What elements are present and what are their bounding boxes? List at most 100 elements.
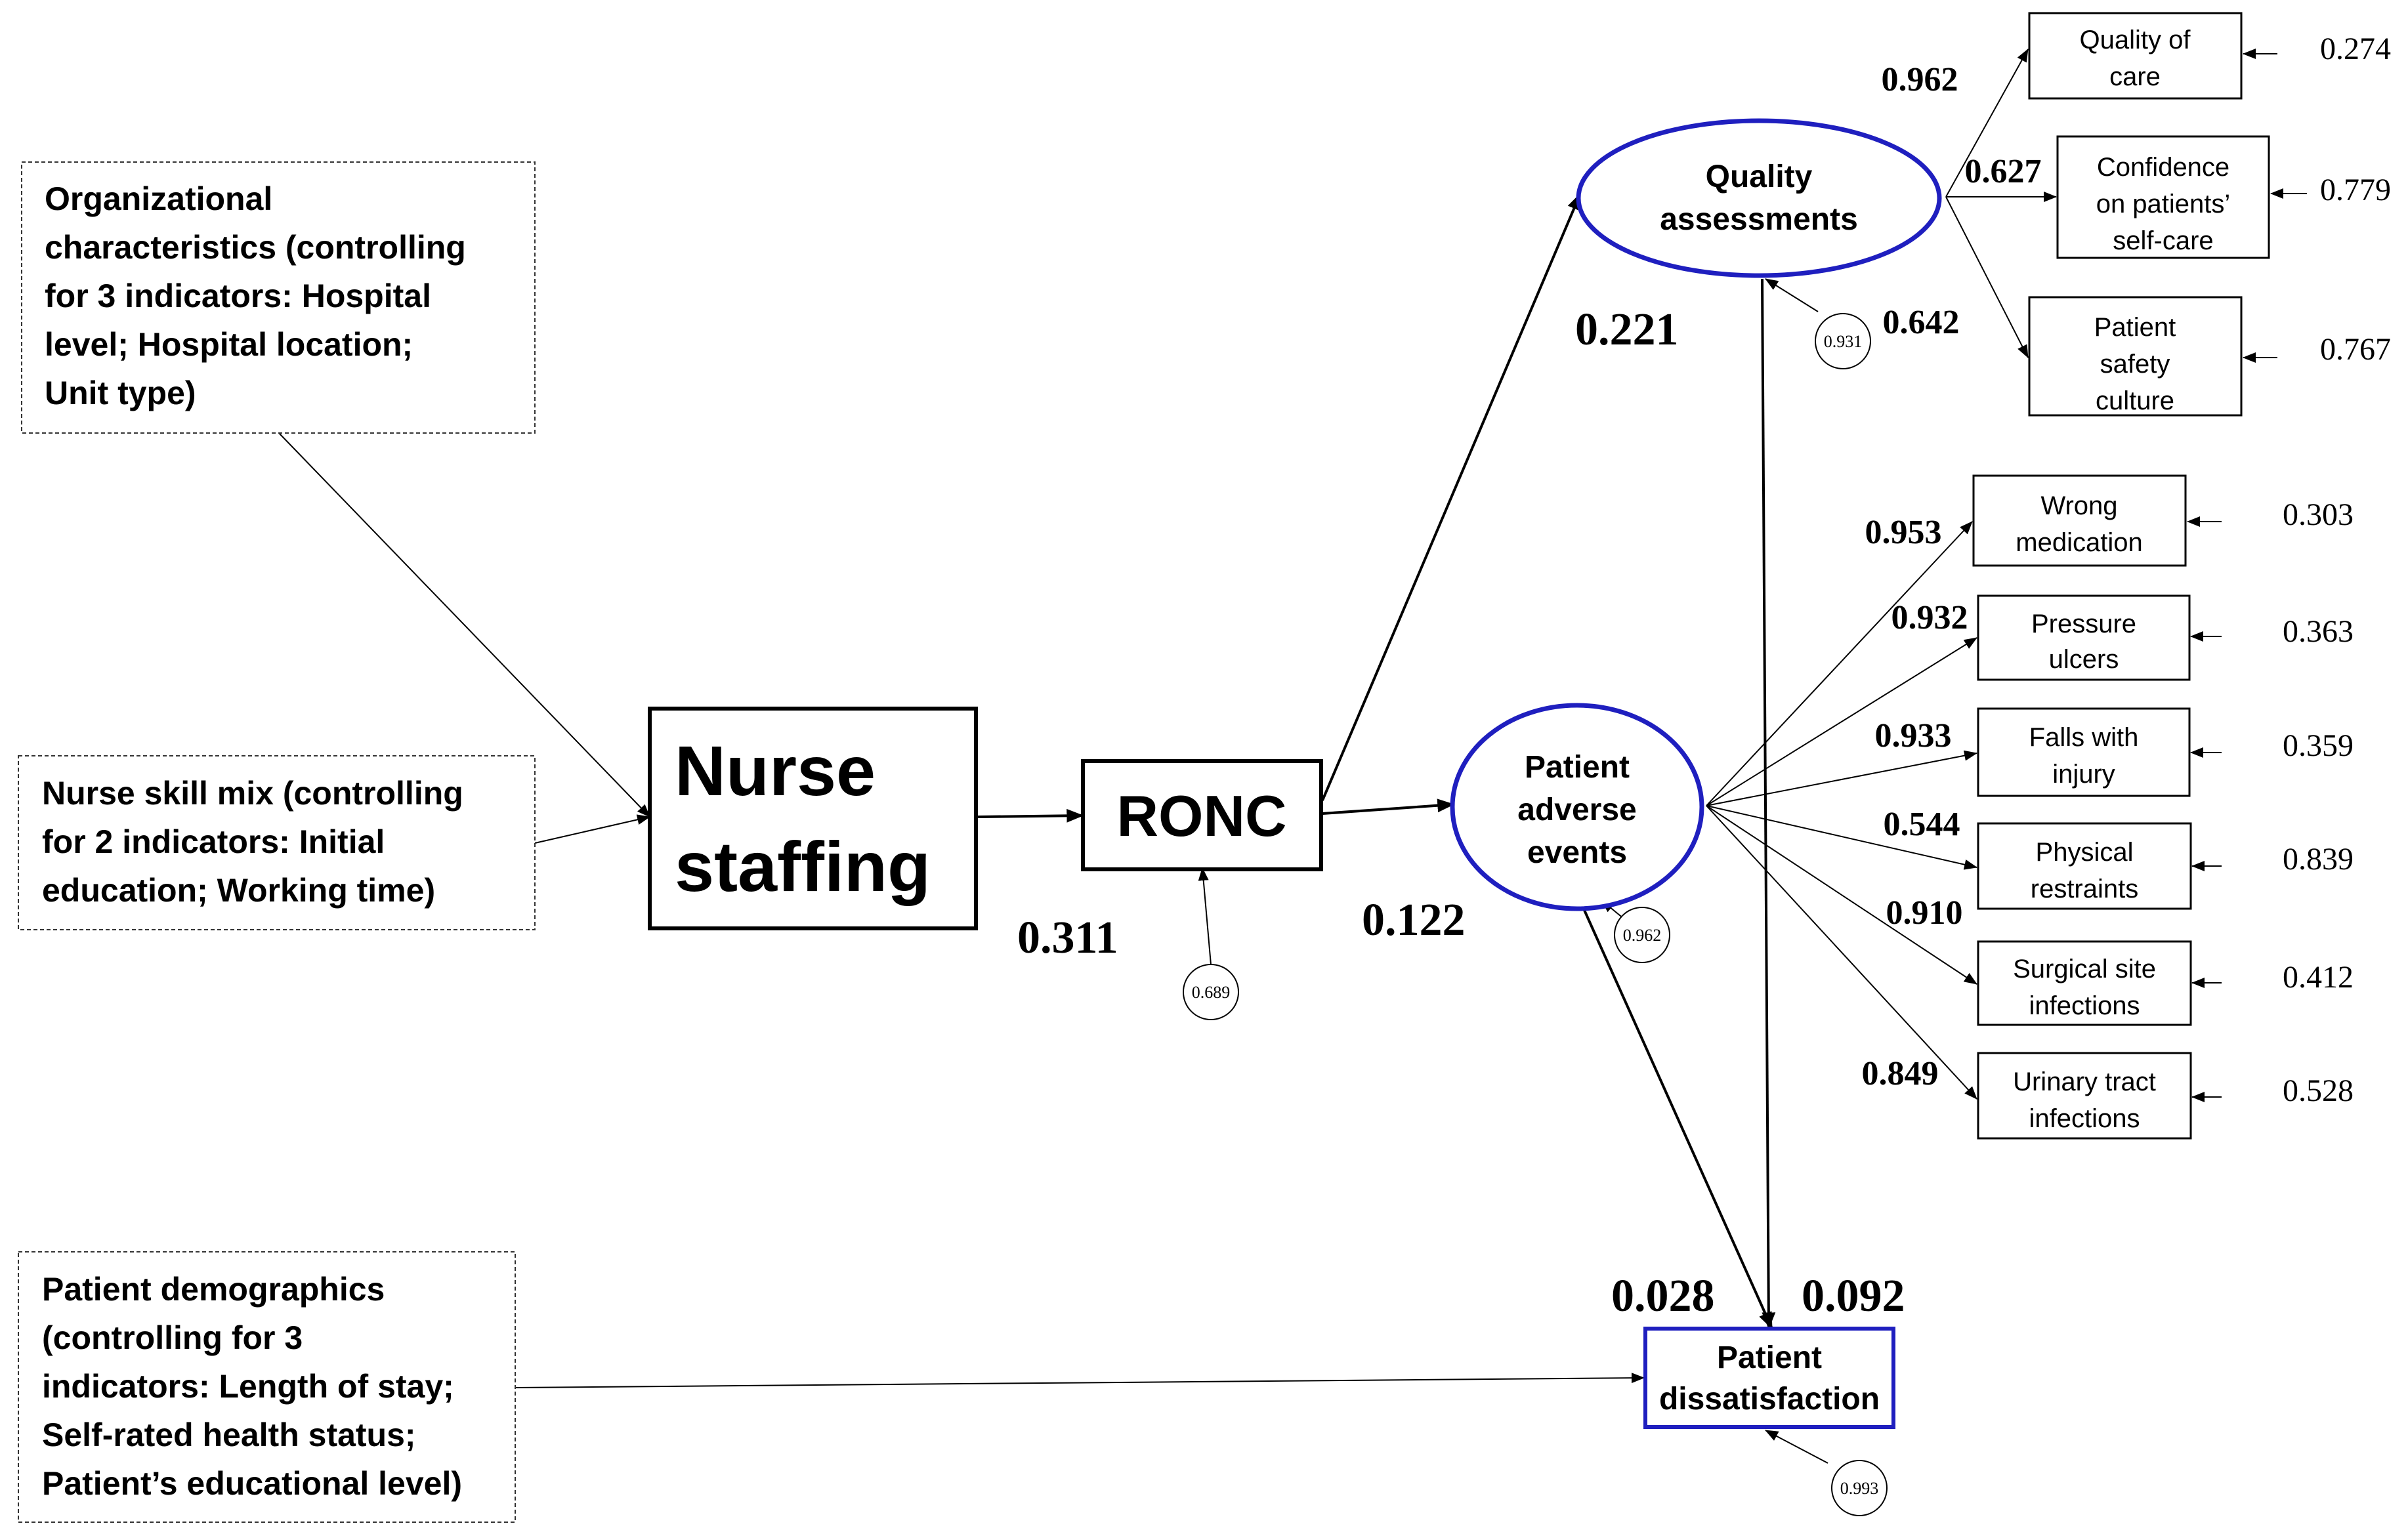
quality-assessments-line-2: assessments bbox=[1660, 202, 1858, 237]
ellipse-patient-adverse-events: Patient adverse events bbox=[1450, 703, 1704, 911]
wrong-medication-line-1: Wrong bbox=[2040, 491, 2117, 520]
loading-surgical: 0.910 bbox=[1886, 894, 1963, 932]
svg-text:culture: culture bbox=[2096, 386, 2174, 415]
edge-quality-to-dissatisfaction bbox=[1761, 278, 1776, 1330]
skill-mix-line-1: Nurse skill mix (controlling bbox=[42, 775, 463, 812]
confidence-line-1: Confidence bbox=[2097, 153, 2229, 182]
error-restraints: 0.839 bbox=[2283, 842, 2354, 877]
svg-text:ulcers: ulcers bbox=[2049, 645, 2119, 674]
box-surgical-site-infections: Surgical site infections bbox=[1977, 940, 2192, 1026]
box-patient-safety-culture: Patient safety culture bbox=[2028, 296, 2243, 417]
edge-demographics-to-dissatisfaction bbox=[515, 1373, 1645, 1388]
residual-ronc-value: 0.689 bbox=[1192, 983, 1231, 1002]
surgical-line-2: infections bbox=[2029, 991, 2140, 1020]
safety-culture-line-1: Patient bbox=[2094, 313, 2176, 342]
indicator-errors: 0.274 0.779 0.767 0.303 0.363 0.359 0.83… bbox=[2283, 31, 2391, 1108]
skill-mix-line-2: for 2 indicators: Initial bbox=[42, 823, 385, 860]
svg-text:adverse: adverse bbox=[1517, 793, 1636, 827]
org-line-5: Unit type) bbox=[45, 375, 196, 411]
adverse-events-line-2: adverse bbox=[1517, 793, 1636, 827]
loading-falls: 0.933 bbox=[1875, 717, 1952, 755]
demographics-line-4: Self-rated health status; bbox=[42, 1417, 416, 1453]
box-physical-restraints: Physical restraints bbox=[1977, 822, 2192, 910]
pressure-ulcers-line-2: ulcers bbox=[2049, 645, 2119, 674]
svg-text:Patient demographics: Patient demographics bbox=[42, 1271, 385, 1308]
svg-text:dissatisfaction: dissatisfaction bbox=[1659, 1382, 1880, 1417]
error-urinary: 0.528 bbox=[2283, 1073, 2354, 1108]
box-quality-of-care: Quality of care bbox=[2028, 12, 2243, 100]
confidence-line-2: on patients’ bbox=[2096, 190, 2231, 218]
svg-text:staffing: staffing bbox=[675, 827, 931, 906]
demographics-line-1: Patient demographics bbox=[42, 1271, 385, 1308]
quality-assessments-line-1: Quality bbox=[1706, 159, 1813, 194]
svg-text:on patients’: on patients’ bbox=[2096, 190, 2231, 218]
loadings: 0.962 0.627 0.642 0.953 0.932 0.933 0.54… bbox=[1862, 61, 2042, 1092]
svg-text:Nurse: Nurse bbox=[675, 731, 876, 810]
wrong-medication-line-2: medication bbox=[2016, 528, 2142, 557]
svg-text:Organizational: Organizational bbox=[45, 180, 272, 217]
residual-arrow-ronc bbox=[1198, 867, 1212, 965]
svg-text:infections: infections bbox=[2029, 1104, 2140, 1133]
svg-text:Falls with: Falls with bbox=[2029, 723, 2139, 752]
svg-text:Confidence: Confidence bbox=[2097, 153, 2229, 182]
residual-arrow-dissatisfaction bbox=[1765, 1430, 1828, 1464]
falls-line-2: injury bbox=[2052, 760, 2115, 789]
svg-text:characteristics (controlling: characteristics (controlling bbox=[45, 229, 466, 266]
nurse-staffing-line-1: Nurse bbox=[675, 731, 876, 810]
org-line-1: Organizational bbox=[45, 180, 272, 217]
edge-adverse-to-restraints bbox=[1706, 805, 1977, 870]
edge-adverse-to-falls bbox=[1706, 750, 1977, 806]
svg-text:Physical: Physical bbox=[2036, 838, 2134, 867]
edge-quality-to-quality-of-care bbox=[1945, 49, 2029, 197]
edge-adverse-to-surgical bbox=[1706, 805, 1977, 985]
edge-ronc-to-quality bbox=[1321, 192, 1582, 801]
ellipse-quality-assessments: Quality assessments bbox=[1576, 118, 1942, 278]
loading-restraints: 0.544 bbox=[1884, 806, 1960, 843]
svg-text:care: care bbox=[2109, 62, 2161, 91]
svg-text:Patient’s educational level): Patient’s educational level) bbox=[42, 1465, 462, 1502]
loading-wrong-medication: 0.953 bbox=[1865, 514, 1942, 551]
restraints-line-1: Physical bbox=[2036, 838, 2134, 867]
box-wrong-medication: Wrong medication bbox=[1972, 474, 2187, 567]
box-falls-with-injury: Falls with injury bbox=[1977, 707, 2191, 797]
box-org-characteristics: Organizational characteristics (controll… bbox=[21, 161, 536, 434]
dissatisfaction-line-2: dissatisfaction bbox=[1659, 1382, 1880, 1417]
box-nurse-staffing: Nurse staffing bbox=[648, 707, 978, 930]
org-line-2: characteristics (controlling bbox=[45, 229, 466, 266]
org-line-3: for 3 indicators: Hospital bbox=[45, 278, 431, 314]
svg-text:Surgical site: Surgical site bbox=[2013, 955, 2156, 983]
nurse-staffing-line-2: staffing bbox=[675, 827, 931, 906]
svg-text:RONC: RONC bbox=[1116, 783, 1286, 848]
svg-text:Unit type): Unit type) bbox=[45, 375, 196, 411]
ronc-label: RONC bbox=[1116, 783, 1286, 848]
svg-text:Urinary tract: Urinary tract bbox=[2013, 1067, 2156, 1096]
coef-quality-to-dissatisfaction: 0.092 bbox=[1802, 1271, 1905, 1321]
loading-confidence: 0.627 bbox=[1965, 153, 2042, 190]
svg-text:Patient: Patient bbox=[2094, 313, 2176, 342]
svg-text:education; Working time): education; Working time) bbox=[42, 872, 435, 909]
svg-text:Wrong: Wrong bbox=[2040, 491, 2117, 520]
coef-ronc-to-adverse: 0.122 bbox=[1362, 895, 1466, 945]
safety-culture-line-3: culture bbox=[2096, 386, 2174, 415]
error-confidence: 0.779 bbox=[2320, 173, 2391, 207]
residual-ronc: 0.689 bbox=[1183, 964, 1239, 1020]
adverse-events-line-1: Patient bbox=[1525, 750, 1630, 785]
svg-text:Quality of: Quality of bbox=[2080, 26, 2191, 54]
svg-text:infections: infections bbox=[2029, 991, 2140, 1020]
svg-text:safety: safety bbox=[2100, 350, 2170, 379]
svg-text:injury: injury bbox=[2052, 760, 2115, 789]
svg-text:Patient: Patient bbox=[1717, 1340, 1822, 1375]
edge-adverse-to-dissatisfaction bbox=[1582, 908, 1773, 1330]
edge-adverse-to-pressure-ulcers bbox=[1706, 637, 1977, 806]
svg-text:Quality: Quality bbox=[1706, 159, 1813, 194]
error-surgical: 0.412 bbox=[2283, 960, 2354, 995]
urinary-line-2: infections bbox=[2029, 1104, 2140, 1133]
quality-of-care-line-1: Quality of bbox=[2080, 26, 2191, 54]
error-wrong-medication: 0.303 bbox=[2283, 497, 2354, 532]
svg-text:restraints: restraints bbox=[2031, 875, 2139, 903]
box-confidence-self-care: Confidence on patients’ self-care bbox=[2056, 135, 2270, 259]
skill-mix-line-3: education; Working time) bbox=[42, 872, 435, 909]
adverse-events-line-3: events bbox=[1527, 835, 1627, 870]
svg-text:for 2 indicators: Initial: for 2 indicators: Initial bbox=[42, 823, 385, 860]
demographics-line-2: (controlling for 3 bbox=[42, 1319, 303, 1356]
